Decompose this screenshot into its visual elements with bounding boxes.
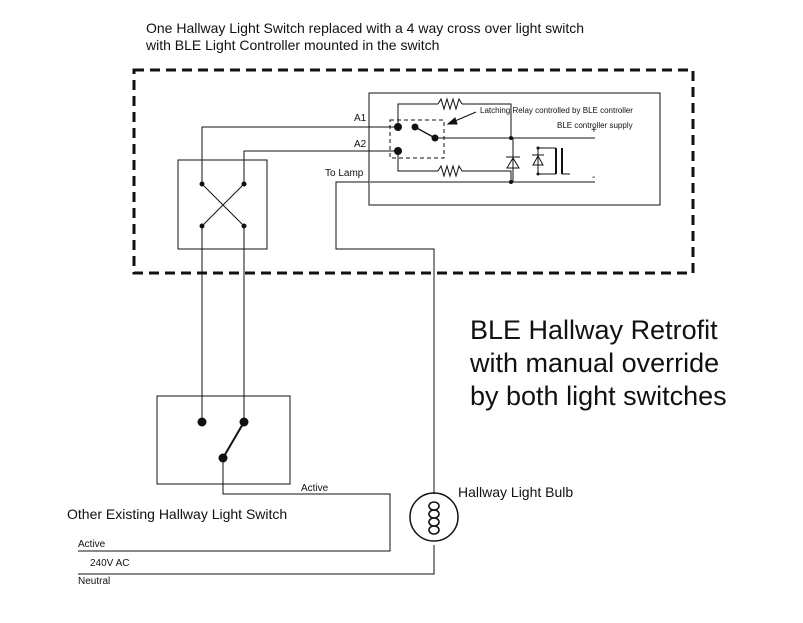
crossover-switch [177,159,268,250]
terminal-a2-label: A2 [354,139,367,150]
mains-neutral-label: Neutral [78,576,111,587]
hallway-bulb [409,492,459,542]
other-switch-label: Other Existing Hallway Light Switch [67,506,288,522]
ble-controller-box [368,92,661,206]
title-line-3: by both light switches [470,381,727,411]
latching-relay-box [389,119,445,159]
mains-active-label: Active [78,539,106,550]
bulb-label: Hallway Light Bulb [458,484,574,500]
relay-label: Latching Relay controlled by BLE control… [480,106,633,115]
switch-enclosure [132,68,695,275]
supply-label: BLE controller supply [557,121,633,130]
header-line-2: with BLE Light Controller mounted in the… [146,37,440,53]
to-lamp-label: To Lamp [325,168,364,179]
header-line-1: One Hallway Light Switch replaced with a… [146,20,585,36]
title-line-2: with manual override [470,348,720,378]
supply-plus: + [591,125,597,136]
title-line-1: BLE Hallway Retrofit [470,315,718,345]
terminal-a1-label: A1 [354,113,367,124]
supply-minus: - [592,172,596,183]
mains-voltage-label: 240V AC [90,558,130,569]
switch-active-label: Active [301,483,329,494]
